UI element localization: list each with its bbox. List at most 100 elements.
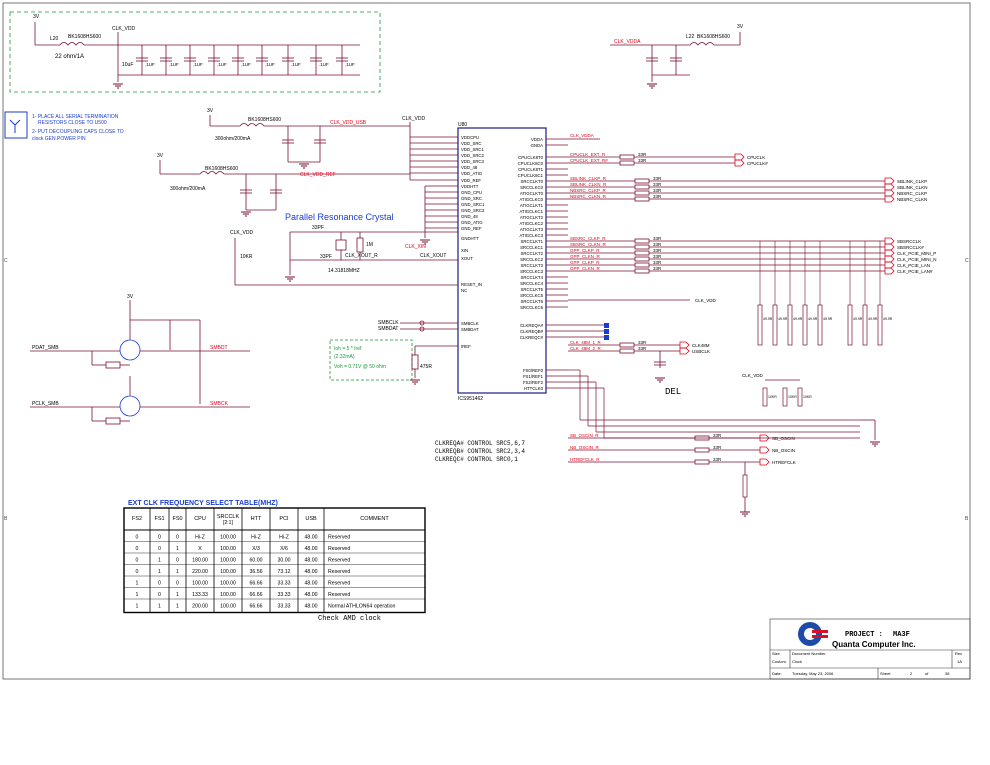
size-label: Size <box>772 651 781 656</box>
mosfet-level-shifter <box>30 300 250 425</box>
offpage-connector-icon <box>884 267 895 275</box>
net-label: NB_OSCIN_R <box>570 445 600 450</box>
series-resistor <box>694 459 710 465</box>
cap-value: .1UF <box>291 62 301 67</box>
svg-text:C: C <box>965 258 969 264</box>
ic-right-pin-label: CLKREQA# <box>520 323 544 328</box>
ic-left-pin-label: GND_SRC <box>461 196 482 201</box>
ground-icon <box>869 441 881 447</box>
quanta-logo-icon <box>798 622 828 646</box>
ic-right-pin-label: CLKREQB# <box>520 329 544 334</box>
table-cell: 100.00 <box>192 581 208 587</box>
table-cell: 100.00 <box>220 604 236 610</box>
ic-right-pin-label: SRCCLKT3 <box>521 263 544 268</box>
ic-right-pin-label: CLKREQC# <box>520 335 544 340</box>
table-cell: 0 <box>158 535 161 541</box>
offpage-label: CPUCLK <box>747 155 765 160</box>
table-cell: 48.00 <box>305 569 318 575</box>
cap-value: .1UF <box>217 62 227 67</box>
table-header: PCI <box>279 516 289 522</box>
ic-right-pin-label: ATIGCLKT3 <box>520 227 544 232</box>
test-point-icon <box>604 335 609 340</box>
table-cell: Reserved <box>328 546 350 552</box>
net-label: SB_OSCIN_R <box>570 433 599 438</box>
table-cell: 0 <box>158 546 161 552</box>
offpage-connector-icon <box>734 159 745 167</box>
ic-right-pin-label: ATIGCLKC2 <box>519 221 543 226</box>
table-cell: 1 <box>158 558 161 564</box>
series-resistor <box>619 154 635 160</box>
power-decoupling-box <box>9 11 381 93</box>
fs-pull-value: 10KR <box>788 395 797 399</box>
table-cell: 33.33 <box>278 604 291 610</box>
table-cell: 100.00 <box>220 546 236 552</box>
table-cell: Reserved <box>328 569 350 575</box>
offpage-label: SBSRCCLK# <box>897 245 924 250</box>
left-3v-label: 3V <box>33 14 40 20</box>
table-cell: 1 <box>136 581 139 587</box>
table-cell: 1 <box>176 569 179 575</box>
offpage-label: SBLINK_CLKP <box>897 179 927 184</box>
table-cell: 33.33 <box>278 581 291 587</box>
table-cell: 0 <box>158 592 161 598</box>
table-cell: 220.00 <box>192 569 208 575</box>
table-cell: 66.66 <box>250 592 263 598</box>
offpage-label: CPUCLK# <box>747 161 768 166</box>
rev-label: Rev <box>955 651 962 656</box>
offpage-connector-icon <box>679 341 690 349</box>
table-cell: 100.00 <box>220 592 236 598</box>
resistor-value: 33R <box>653 248 662 253</box>
ic-left-pin-label: NC <box>461 288 467 293</box>
offpage-connector-icon <box>759 458 770 466</box>
net-label: HTREFCLK_R <box>570 457 600 462</box>
left-clk-vdd-label: CLK_VDD <box>112 26 135 32</box>
table-cell: 48.00 <box>305 581 318 587</box>
sheet-label: Sheet <box>880 671 891 676</box>
ic-right-pin-label: CPUCLK8C1 <box>518 173 544 178</box>
ic-right-pin-label: SRCCLKC4 <box>520 281 544 286</box>
offpage-label: SBLINK_CLKN <box>897 185 928 190</box>
table-cell: 1 <box>136 604 139 610</box>
ic-left-pin-label: VDD_SRC2 <box>461 153 485 158</box>
ic-right-pin-label: ATIGCLKC1 <box>519 209 543 214</box>
offpage-connector-icon <box>884 255 895 263</box>
del-label: DEL <box>665 387 681 397</box>
series-resistor <box>634 262 650 268</box>
resistor-value: 33R <box>653 260 662 265</box>
offpage-connector-icon <box>884 243 895 251</box>
offpage-connector-icon <box>734 153 745 161</box>
iref-res: 475R <box>420 364 432 370</box>
ic-right-pin-label: VDDA <box>531 137 543 142</box>
offpage-label: HTREFCLK <box>772 460 796 465</box>
ic-right-pins: VDDAGNDACPUCLK8T0CPUCLK8C0CPUCLK8T1CPUCL… <box>518 137 568 391</box>
pulldown-resistor <box>862 304 868 346</box>
net-label: CPUCLK_EXT_R <box>570 152 606 157</box>
series-resistor <box>634 184 650 190</box>
series-resistor <box>634 250 650 256</box>
series-resistor <box>634 256 650 262</box>
smbdt-label: SMBDT <box>210 345 228 351</box>
offpage-connector-icon <box>884 195 895 203</box>
cap-value: .1UF <box>241 62 251 67</box>
table-cell: 30.00 <box>278 558 291 564</box>
pulldown-resistor <box>817 304 823 346</box>
right-power-section <box>610 32 741 82</box>
test-point-icon <box>604 323 609 328</box>
series-resistor <box>619 342 635 348</box>
usb-rail <box>209 115 458 181</box>
ic-right-pin-label: SRCCLKT6 <box>521 299 544 304</box>
cap-value: .1UF <box>169 62 179 67</box>
ic-right-pin-label: CPUCLK8T1 <box>518 167 543 172</box>
table-header: HTT <box>251 516 262 522</box>
offpage-label: NB_OSCIN <box>772 448 795 453</box>
resistor-value: 33R <box>653 236 662 241</box>
offpage-connector-icon <box>759 446 770 454</box>
table-header: FS2 <box>132 516 142 522</box>
resistor-value: 33R <box>713 457 722 462</box>
ic-right-pin-label: HTTCLK0 <box>524 386 544 391</box>
offpage-connector-icon <box>679 347 690 355</box>
net-label: CLK_48M_2_R <box>570 346 602 351</box>
table-cell: 1 <box>176 546 179 552</box>
table-cell: 1 <box>136 592 139 598</box>
